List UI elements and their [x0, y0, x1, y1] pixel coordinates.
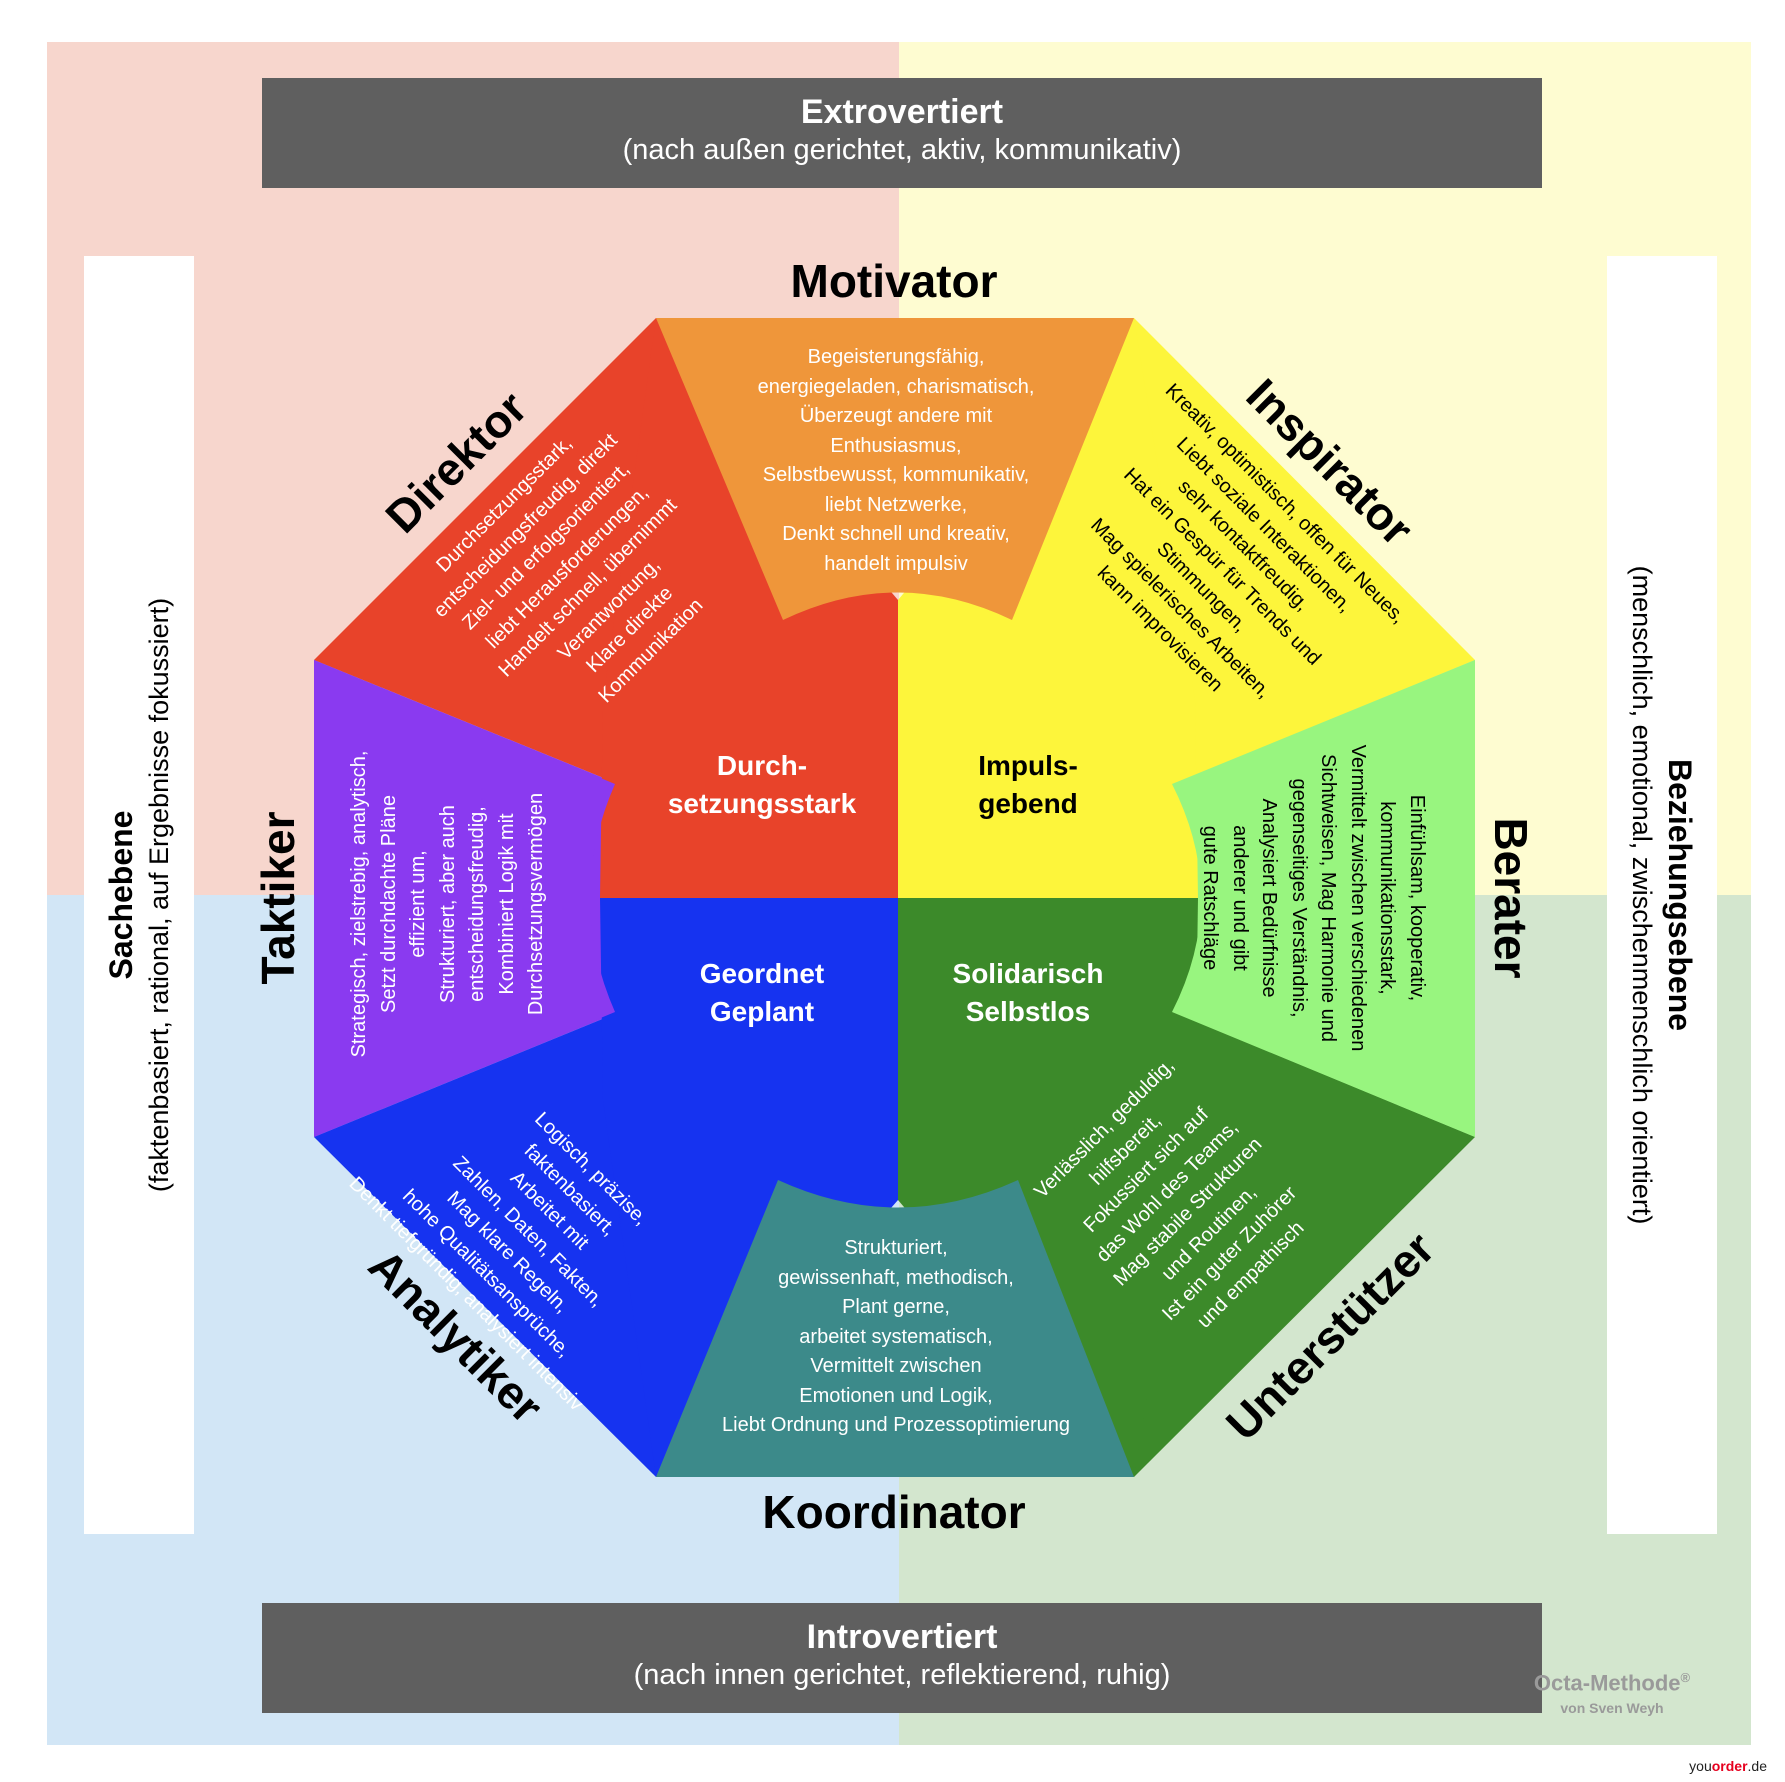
koordinator-line: Emotionen und Logik,	[799, 1384, 993, 1407]
koordinator-line: Liebt Ordnung und Prozessoptimierung	[722, 1413, 1070, 1436]
motivator-line: Begeisterungsfähig,	[807, 346, 985, 368]
koordinator-line: Vermittelt zwischen	[810, 1354, 982, 1377]
berater-line: Einfühlsam, kooperativ,	[1406, 794, 1428, 1002]
core-line: Durch-	[716, 750, 808, 781]
taktiker-line: entscheidungsfreudig,	[465, 806, 488, 1002]
berater-line: gute Ratschläge	[1199, 825, 1222, 971]
core-line: setzungsstark	[667, 788, 857, 819]
motivator-line: handelt impulsiv	[824, 552, 968, 575]
brand-name-text: Octa-Methode	[1533, 1670, 1681, 1696]
sachebene-panel	[84, 256, 194, 1534]
beziehungsebene-title: Beziehungsebene	[1662, 758, 1698, 1032]
berater-line: Analysiert Bedürfnisse	[1258, 798, 1281, 998]
sachebene-title: Sachebene	[103, 810, 139, 980]
beziehungsebene-label: Beziehungsebene (menschlich, emotional, …	[1624, 566, 1700, 1225]
core-label-bottom-right: Solidarisch Selbstlos	[953, 955, 1104, 1031]
taktiker-title: Taktiker	[252, 811, 304, 985]
taktiker-line: Setzt durchdachte Pläne	[377, 795, 400, 1013]
octa-methode-brand: Octa-Methode® von Sven Weyh	[1534, 1670, 1690, 1716]
koordinator-description: Strukturiert, gewissenhaft, methodisch, …	[722, 1234, 1070, 1441]
berater-line: Vermittelt zwischen verschiedenen	[1347, 744, 1369, 1052]
berater-line: anderer und gibt	[1229, 825, 1251, 971]
koordinator-line: Strukturiert,	[844, 1236, 948, 1259]
core-line: Geplant	[709, 996, 815, 1027]
extrovertiert-title: Extrovertiert	[800, 93, 1004, 131]
watermark-highlight: order	[1711, 1758, 1748, 1774]
core-line: Selbstlos	[965, 996, 1091, 1027]
cap-taktiker	[314, 660, 615, 1137]
cap-koordinator	[656, 1180, 1134, 1477]
cap-motivator	[656, 318, 1134, 620]
taktiker-line: Durchsetzungsvermögen	[524, 792, 547, 1016]
core-line: gebend	[978, 788, 1078, 819]
motivator-line: Überzeugt andere mit	[799, 405, 993, 427]
extrovertiert-subtitle: (nach außen gerichtet, aktiv, kommunikat…	[622, 134, 1182, 166]
sachebene-subtitle: (faktenbasiert, rational, auf Ergebnisse…	[144, 597, 174, 1193]
koordinator-line: arbeitet systematisch,	[799, 1325, 993, 1348]
motivator-description: Begeisterungsfähig, energiegeladen, char…	[758, 343, 1035, 579]
watermark-suffix: .de	[1747, 1758, 1767, 1774]
berater-line: gegenseitiges Verständnis,	[1288, 778, 1310, 1018]
berater-description: Einfühlsam, kooperativ, kommunikationsst…	[1195, 745, 1431, 1052]
watermark-prefix: you	[1689, 1758, 1712, 1774]
youorder-watermark: youorder.de	[1689, 1758, 1767, 1774]
registered-mark: ®	[1680, 1670, 1691, 1685]
core-line: Impuls-	[978, 750, 1078, 781]
sachebene-label: Sachebene (faktenbasiert, rational, auf …	[101, 598, 177, 1192]
core-line: Geordnet	[699, 958, 825, 989]
introvertiert-title: Introvertiert	[806, 1618, 998, 1656]
berater-line: kommunikationsstark,	[1376, 801, 1399, 995]
beziehungsebene-subtitle: (menschlich, emotional, zwischenmenschli…	[1627, 565, 1657, 1225]
motivator-line: Selbstbewusst, kommunikativ,	[762, 464, 1030, 486]
taktiker-line: Kombiniert Logik mit	[495, 813, 518, 995]
berater-title: Berater	[1485, 817, 1537, 979]
core-line: Solidarisch	[952, 958, 1104, 989]
inner-quarter-bottom-right	[898, 898, 1198, 1477]
koordinator-line: gewissenhaft, methodisch,	[778, 1266, 1014, 1289]
brand-name: Octa-Methode®	[1534, 1670, 1690, 1696]
extrovertiert-bar: Extrovertiert (nach außen gerichtet, akt…	[262, 78, 1542, 188]
berater-line: Sichtweisen, Mag Harmonie und	[1317, 754, 1340, 1042]
brand-author: von Sven Weyh	[1560, 1700, 1664, 1717]
motivator-line: energiegeladen, charismatisch,	[757, 375, 1035, 398]
koordinator-title: Koordinator	[762, 1486, 1026, 1538]
inner-quarter-top-right	[898, 318, 1198, 898]
core-label-bottom-left: Geordnet Geplant	[700, 955, 824, 1031]
core-label-top-left: Durch- setzungsstark	[668, 747, 856, 823]
introvertiert-bar: Introvertiert (nach innen gerichtet, ref…	[262, 1603, 1542, 1713]
taktiker-line: Strukturiert, aber auch	[436, 805, 459, 1003]
introvertiert-subtitle: (nach innen gerichtet, reflektierend, ru…	[633, 1659, 1171, 1691]
cap-berater	[1172, 660, 1475, 1137]
taktiker-line: Strategisch, zielstrebig, analytisch,	[347, 750, 370, 1058]
motivator-line: liebt Netzwerke,	[824, 493, 968, 516]
taktiker-description: Strategisch, zielstrebig, analytisch, Se…	[345, 751, 552, 1058]
motivator-line: Enthusiasmus,	[830, 434, 962, 457]
core-label-top-right: Impuls- gebend	[978, 747, 1078, 823]
taktiker-line: effizient um,	[406, 850, 429, 958]
inner-quarter-bottom-left	[600, 898, 898, 1477]
beziehungsebene-panel	[1607, 256, 1717, 1534]
motivator-line: Denkt schnell und kreativ,	[782, 523, 1010, 545]
koordinator-line: Plant gerne,	[842, 1295, 950, 1318]
motivator-title: Motivator	[790, 255, 998, 307]
inner-quarter-top-left	[600, 318, 898, 898]
